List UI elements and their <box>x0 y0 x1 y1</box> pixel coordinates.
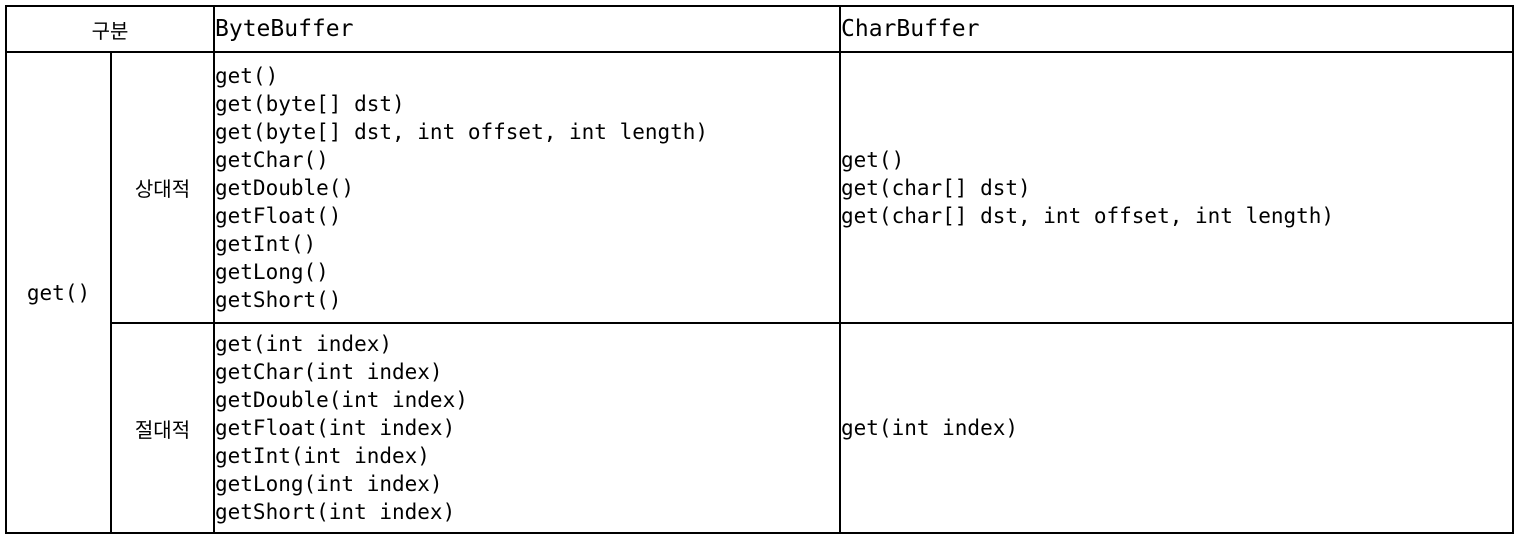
header-cell-category: 구분 <box>5 5 215 53</box>
charbuffer-relative-methods-cell: get() get(char[] dst) get(char[] dst, in… <box>839 51 1514 324</box>
charbuffer-absolute-methods-cell: get(int index) <box>839 322 1514 534</box>
header-cell-bytebuffer: ByteBuffer <box>213 5 841 53</box>
header-cell-charbuffer: CharBuffer <box>839 5 1514 53</box>
row-group-cell-get: get() <box>5 51 112 534</box>
buffer-get-methods-table: 구분 ByteBuffer CharBuffer get() 상대적 get()… <box>5 5 1514 534</box>
access-type-cell-relative: 상대적 <box>110 51 215 324</box>
bytebuffer-relative-methods-cell: get() get(byte[] dst) get(byte[] dst, in… <box>213 51 841 324</box>
table-header-row: 구분 ByteBuffer CharBuffer <box>5 5 1514 53</box>
bytebuffer-absolute-methods-cell: get(int index) getChar(int index) getDou… <box>213 322 841 534</box>
access-type-cell-absolute: 절대적 <box>110 322 215 534</box>
relative-access-row: get() 상대적 get() get(byte[] dst) get(byte… <box>5 51 1514 534</box>
absolute-access-row: 절대적 get(int index) getChar(int index) ge… <box>6 322 1514 534</box>
